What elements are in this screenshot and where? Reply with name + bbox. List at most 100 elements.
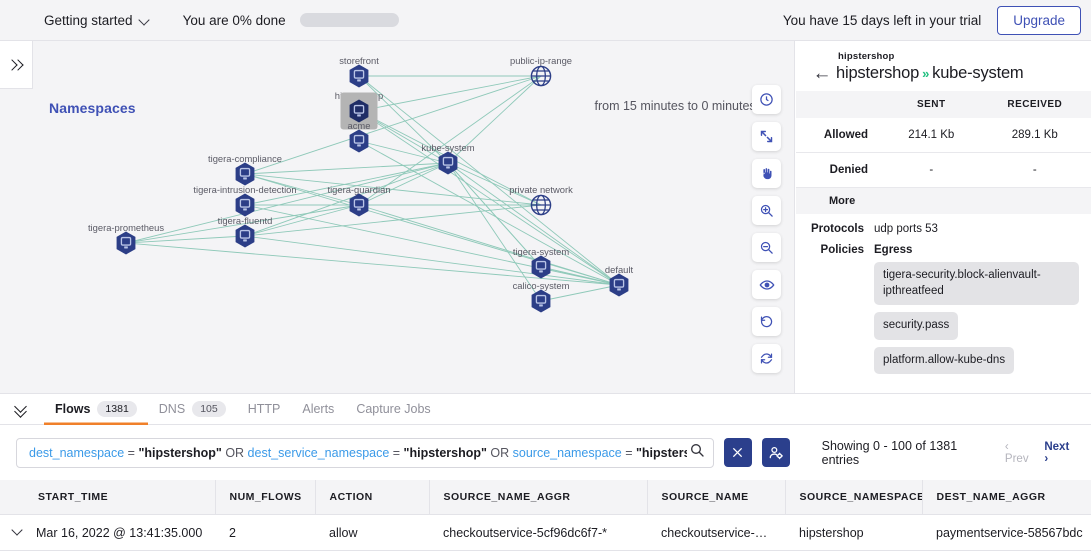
query-token: OR bbox=[486, 445, 513, 460]
clear-query-button[interactable] bbox=[724, 438, 752, 467]
search-input[interactable]: dest_namespace = "hipstershop" OR dest_s… bbox=[16, 437, 714, 468]
cell-dest_name_aggr: paymentservice-58567bdc bbox=[922, 514, 1091, 551]
search-icon[interactable] bbox=[689, 442, 705, 463]
query-text: dest_namespace = "hipstershop" OR dest_s… bbox=[29, 446, 687, 460]
graph-node-label-tigera-compliance: tigera-compliance bbox=[208, 153, 282, 164]
query-token: = bbox=[621, 445, 636, 460]
detail-panel: hipstershop ← hipstershop»kube-system SE… bbox=[796, 41, 1091, 393]
graph-node-storefront[interactable] bbox=[347, 64, 372, 89]
zoom-out-icon[interactable] bbox=[752, 233, 781, 262]
column-header-source_name_aggr[interactable]: SOURCE_NAME_AGGR bbox=[429, 480, 648, 515]
col-blank bbox=[796, 91, 884, 118]
cell-start_time: Mar 16, 2022 @ 13:41:35.000 bbox=[0, 514, 215, 551]
graph-node-tigera-intrusion-detection[interactable] bbox=[233, 193, 258, 218]
column-header-source_namespace[interactable]: SOURCE_NAMESPACE bbox=[785, 480, 923, 515]
graph-title: Namespaces bbox=[49, 100, 136, 116]
query-token: = bbox=[389, 445, 404, 460]
namespace-icon bbox=[114, 231, 139, 256]
policies-value: Egress tigera-security.block-alienvault-… bbox=[874, 244, 1091, 381]
more-section-header[interactable]: More bbox=[796, 188, 1091, 214]
graph-node-default[interactable] bbox=[607, 273, 632, 298]
service-graph-panel[interactable]: Namespaces from 15 minutes to 0 minutes … bbox=[0, 41, 795, 393]
graph-node-label-tigera-guardian: tigera-guardian bbox=[327, 184, 391, 195]
policies-label: Policies bbox=[820, 244, 864, 256]
hand-icon[interactable] bbox=[752, 159, 781, 188]
protocols-value: udp ports 53 bbox=[874, 223, 938, 235]
col-sent: SENT bbox=[884, 91, 979, 118]
cell-source_name_aggr: checkoutservice-5cf96dc6f7-* bbox=[429, 514, 647, 551]
graph-edges bbox=[125, 75, 620, 302]
namespace-icon bbox=[233, 162, 258, 187]
user-filter-button[interactable] bbox=[761, 438, 790, 467]
graph-node-label-tigera-intrusion-detection: tigera-intrusion-detection bbox=[193, 184, 297, 195]
double-chevron-down-icon[interactable] bbox=[13, 403, 30, 416]
column-header-source_name[interactable]: SOURCE_NAME bbox=[647, 480, 786, 515]
column-header-start_time[interactable]: START_TIME bbox=[0, 480, 216, 515]
cell-source_namespace: hipstershop bbox=[785, 514, 922, 551]
denied-received: - bbox=[978, 152, 1091, 188]
tab-capture-jobs[interactable]: Capture Jobs bbox=[345, 394, 441, 425]
graph-node-label-public-ip-range: public-ip-range bbox=[509, 55, 573, 66]
policy-chip[interactable]: security.pass bbox=[874, 312, 959, 340]
table-row: Allowed 214.1 Kb 289.1 Kb bbox=[796, 118, 1091, 153]
refresh-icon[interactable] bbox=[752, 344, 781, 373]
column-header-dest_name_aggr[interactable]: DEST_NAME_AGGR bbox=[922, 480, 1091, 515]
expand-icon[interactable] bbox=[752, 122, 781, 151]
graph-node-acme[interactable] bbox=[347, 129, 372, 154]
graph-node-tigera-guardian[interactable] bbox=[347, 193, 372, 218]
next-page-button[interactable]: Next › bbox=[1044, 440, 1070, 465]
sidebar-expand-button[interactable] bbox=[0, 41, 33, 89]
query-row: dest_namespace = "hipstershop" OR dest_s… bbox=[0, 425, 1091, 480]
namespace-icon bbox=[233, 193, 258, 218]
upgrade-button[interactable]: Upgrade bbox=[997, 5, 1081, 35]
back-arrow-icon[interactable]: ← bbox=[812, 63, 832, 84]
graph-node-label-default: default bbox=[604, 264, 634, 275]
policy-chip[interactable]: tigera-security.block-alienvault-ipthrea… bbox=[874, 262, 1079, 306]
undo-icon[interactable] bbox=[752, 307, 781, 336]
double-chevron-right-icon bbox=[8, 58, 24, 72]
graph-node-tigera-fluentd[interactable] bbox=[233, 224, 258, 249]
graph-node-label-private network: private network bbox=[509, 184, 573, 195]
prev-page-button[interactable]: ‹ Prev bbox=[1004, 440, 1029, 465]
column-header-num_flows[interactable]: NUM_FLOWS bbox=[215, 480, 316, 515]
policy-chip[interactable]: platform.allow-kube-dns bbox=[874, 346, 1015, 375]
getting-started-menu[interactable]: Getting started bbox=[44, 13, 151, 28]
column-header-action[interactable]: ACTION bbox=[315, 480, 430, 515]
graph-node-label-tigera-fluentd: tigera-fluentd bbox=[217, 215, 273, 226]
zoom-in-icon[interactable] bbox=[752, 196, 781, 225]
col-received: RECEIVED bbox=[978, 91, 1091, 118]
cell-value: Mar 16, 2022 @ 13:41:35.000 bbox=[36, 526, 203, 540]
allowed-sent: 214.1 Kb bbox=[884, 118, 979, 153]
graph-node-calico-system[interactable] bbox=[529, 289, 554, 314]
policy-chip-list: tigera-security.block-alienvault-ipthrea… bbox=[874, 262, 1091, 381]
graph-toolbar bbox=[752, 85, 781, 373]
query-token: "hipstershop" bbox=[138, 445, 222, 460]
query-token: "hipstershop" bbox=[403, 445, 487, 460]
graph-node-label-tigera-prometheus: tigera-prometheus bbox=[87, 222, 165, 233]
namespace-icon bbox=[347, 129, 372, 154]
policies-row: Policies Egress tigera-security.block-al… bbox=[796, 235, 1091, 381]
namespace-icon bbox=[347, 64, 372, 89]
graph-node-tigera-compliance[interactable] bbox=[233, 162, 258, 187]
graph-node-public-ip-range[interactable] bbox=[529, 64, 554, 89]
chevron-down-icon[interactable] bbox=[12, 525, 24, 537]
clock-icon[interactable] bbox=[752, 85, 781, 114]
graph-node-private network[interactable] bbox=[529, 193, 554, 218]
graph-node-label-acme: acme bbox=[347, 120, 371, 131]
graph-node-kube-system[interactable] bbox=[436, 151, 461, 176]
egress-label: Egress bbox=[874, 244, 913, 256]
traffic-table-header: SENT RECEIVED bbox=[796, 91, 1091, 118]
tab-label: Flows bbox=[55, 402, 91, 416]
eye-icon[interactable] bbox=[752, 270, 781, 299]
cell-num_flows: 2 bbox=[215, 514, 315, 551]
graph-node-tigera-prometheus[interactable] bbox=[114, 231, 139, 256]
tab-alerts[interactable]: Alerts bbox=[291, 394, 345, 425]
graph-node-tigera-system[interactable] bbox=[529, 255, 554, 280]
tab-http[interactable]: HTTP bbox=[237, 394, 292, 425]
graph-node-hipstershop[interactable] bbox=[340, 92, 378, 130]
